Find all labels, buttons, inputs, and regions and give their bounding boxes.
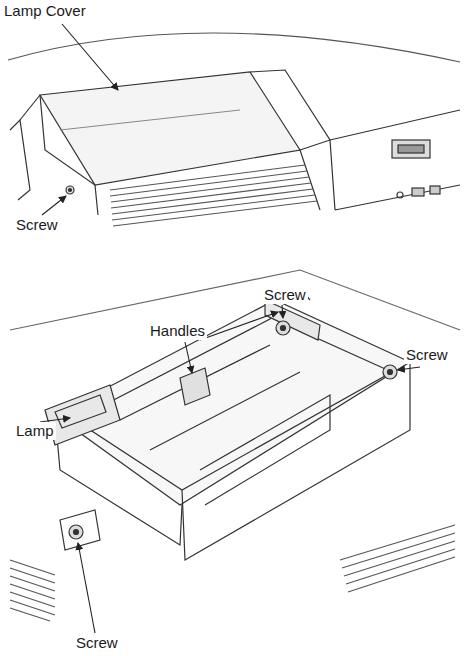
lamp-module bbox=[10, 270, 460, 560]
part-label: Handles bbox=[148, 322, 207, 340]
part-label: Screw bbox=[404, 346, 450, 364]
part-label: Lamp bbox=[14, 422, 56, 440]
part-label: Lamp Cover bbox=[2, 2, 88, 20]
vent-grille bbox=[10, 525, 455, 621]
part-label: Screw bbox=[14, 216, 60, 234]
part-label: Screw bbox=[262, 286, 308, 304]
leader-line bbox=[40, 24, 420, 633]
part-label: Screw bbox=[74, 634, 120, 652]
vent-grille bbox=[110, 165, 317, 226]
connector-panel bbox=[330, 110, 460, 210]
projector-top-view bbox=[8, 33, 460, 215]
